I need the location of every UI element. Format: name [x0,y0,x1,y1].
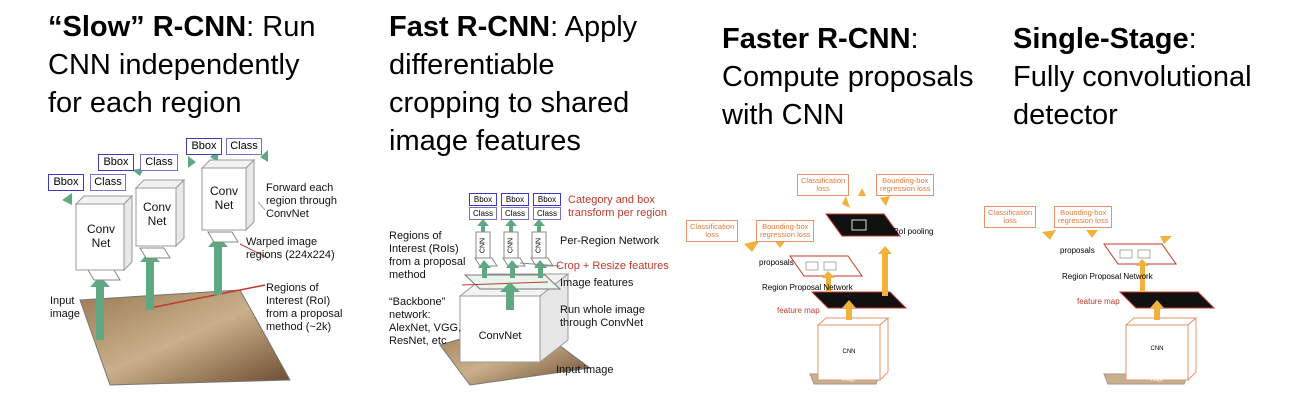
single-feature-map [1118,291,1216,309]
slow-rcnn-title-rest: : Run [246,11,316,43]
fast-cnn-label-3: CNN [535,237,543,254]
fast-rcnn-title-line4: image features [389,125,581,157]
slow-class-3: Class [226,138,262,155]
single-cnn-label: CNN [1150,346,1164,352]
single-proposals-label: proposals [1060,246,1095,255]
slow-warped-patch-1 [87,269,121,281]
slow-bbox-2: Bbox [98,154,134,171]
slow-bbox-1: Bbox [48,174,84,191]
fast-bbox-3: Bbox [533,193,561,206]
fast-bbox-2: Bbox [501,193,529,206]
slow-class-1: Class [90,174,126,191]
fast-image-features-plane [463,274,562,290]
fast-rcnn-title-rest: : Apply [550,11,638,43]
fast-per-region-label: Per-Region Network [560,235,660,247]
fast-cnn-label-1: CNN [479,237,487,254]
fast-crop-connector [519,262,561,267]
faster-roi-pooling-label: RoI pooling [893,227,934,236]
faster-rcnn-heading: Faster R-CNN: Compute proposals with CNN [722,20,973,134]
fast-backbone-label: “Backbone”network:AlexNet, VGG,ResNet, e… [389,296,462,347]
single-rpn-label: Region Proposal Network [1062,272,1153,281]
single-cnn-side [1187,316,1197,382]
fast-rcnn-title-line3: cropping to shared [389,87,630,119]
faster-image-label: image [842,377,856,383]
faster-feature-map [810,291,908,309]
single-stage-title-bold: Single-Stage [1013,23,1189,55]
faster-arrows [744,188,892,320]
fast-rcnn-title-bold: Fast R-CNN [389,11,551,43]
slow-rcnn-title-bold: “Slow” R-CNN [48,11,247,43]
fast-crop-3 [530,257,554,267]
fast-roi-line [461,281,549,286]
slow-connector [257,201,266,211]
faster-cnn-side [879,316,889,382]
faster-proposals-plane [789,255,863,277]
slow-rcnn-title-line2: CNN independently [48,49,300,81]
fast-crop-1 [474,257,498,267]
fast-crop-2 [502,257,526,267]
slow-warped-patch-3 [207,231,239,243]
fast-input-label: Input image [556,364,614,376]
single-feature-map-label: feature map [1077,297,1120,306]
slow-class-2: Class [140,154,178,171]
single-stage-heading: Single-Stage: Fully convolutional detect… [1013,20,1252,134]
fast-bbox-1: Bbox [469,193,497,206]
fast-convnet-label: ConvNet [478,330,522,342]
single-stage-title-line3: detector [1013,99,1118,131]
fast-convnet-front [459,295,541,363]
faster-feature-map-label: feature map [777,306,820,315]
slow-rcnn-heading: “Slow” R-CNN: Run CNN independently for … [48,8,316,122]
faster-roi-pool-map [825,213,901,237]
faster-cnn-top [816,317,890,326]
fast-convnet-top [458,273,570,297]
faster-rcnn-title-rest: : [910,23,919,55]
faster-cnn-label: CNN [842,349,856,355]
slow-warped-patch-2 [139,247,171,259]
faster-rcnn-title-line2: Compute proposals [722,61,974,93]
fast-rcnn-heading: Fast R-CNN: Apply differentiable croppin… [389,8,637,160]
slow-bbox-3: Bbox [186,138,222,155]
faster-rcnn-title-line3: with CNN [722,99,845,131]
single-stage-title-line2: Fully convolutional [1013,61,1252,93]
slow-input-image [79,289,291,386]
fast-image-features-label: Image features [560,277,634,289]
faster-proposals-label: proposals [759,258,794,267]
fast-class-2: Class [501,207,529,220]
single-proposals-plane [1103,243,1177,265]
fast-rcnn-title-line2: differentiable [389,49,555,81]
fast-crop-label: Crop + Resize features [556,260,669,272]
fast-class-3: Class [533,207,561,220]
faster-rpn-label: Region Proposal Network [762,283,853,292]
single-stage-title-rest: : [1188,23,1197,55]
slow-rcnn-title-line3: for each region [48,87,242,119]
fast-class-1: Class [469,207,497,220]
single-cnn-top [1124,317,1198,326]
faster-rcnn-title-bold: Faster R-CNN [722,23,911,55]
fast-cnn-label-2: CNN [507,237,515,254]
slow-proposal-line [149,284,266,309]
single-image-label: image [1150,377,1164,383]
